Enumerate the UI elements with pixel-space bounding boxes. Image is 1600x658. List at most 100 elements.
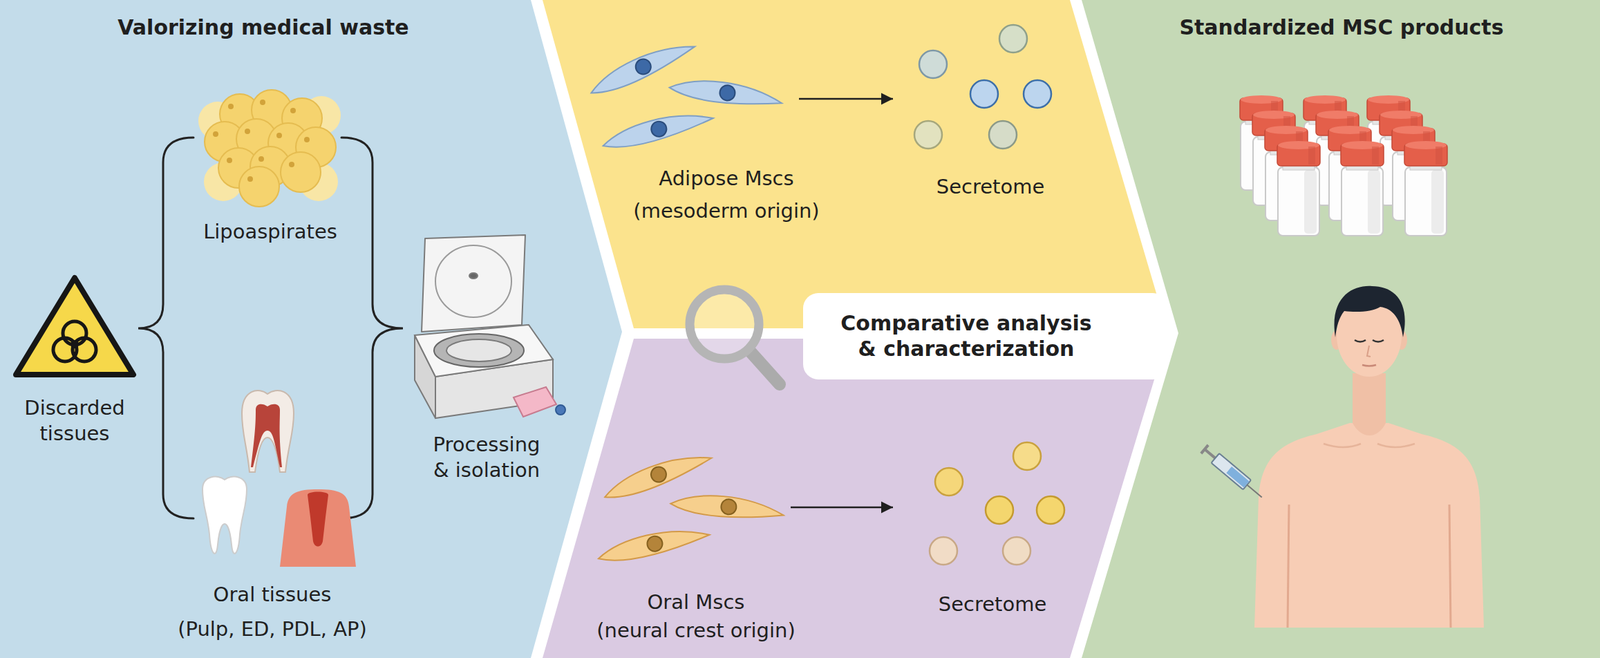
patient-figure [1334, 286, 1406, 338]
fat-cluster [250, 146, 291, 187]
product-panel-shape [1081, 0, 1600, 658]
secretome-vesicles [989, 120, 1017, 149]
tissue-item: Oral tissues(Pulp, ED, PDL, AP) [169, 378, 377, 649]
teeth-illustration [250, 404, 282, 468]
vial-group [1404, 140, 1448, 236]
fat-cluster [239, 166, 280, 207]
secretome-vesicles [1002, 537, 1031, 565]
teeth-illustration [241, 390, 294, 473]
syringe [1211, 453, 1252, 490]
secretome-vesicles [929, 537, 958, 565]
curly-bracket [138, 137, 194, 519]
cell-type: Adipose Mscs(mesoderm origin) [594, 17, 799, 229]
flow-arrow [790, 506, 893, 509]
patient-figure [1331, 330, 1343, 350]
vial-group [1239, 95, 1283, 191]
vial-group [1239, 95, 1448, 236]
node-label: Adipose Mscs [622, 165, 831, 192]
patient-figure [1362, 364, 1377, 367]
vial-group [1367, 95, 1410, 191]
fat-cluster [299, 162, 338, 202]
biohazard-symbol [53, 337, 77, 362]
teeth-illustration [202, 476, 247, 554]
patient-figure [1367, 345, 1371, 357]
patient-figure [1377, 443, 1415, 448]
patient-figure [1323, 443, 1361, 448]
node-label: Secretome [916, 591, 1069, 618]
biohazard-symbol [72, 337, 97, 362]
fat-cluster [268, 123, 309, 164]
secretome-group: Secretome [892, 17, 1065, 204]
vial-group [1303, 95, 1347, 191]
node-label: (mesoderm origin) [622, 198, 831, 224]
fat-cluster [198, 89, 341, 207]
vial-group [1264, 125, 1308, 221]
process-step: Processing & isolation [404, 231, 574, 491]
node-label: Processing & isolation [424, 431, 549, 484]
source-panel-shape [0, 0, 623, 658]
cell-type: Oral Mscs(neural crest origin) [594, 449, 791, 650]
secretome-vesicles [1023, 80, 1052, 108]
syringe [1226, 466, 1249, 488]
node-label: Secretome [914, 174, 1067, 200]
curly-bracket [138, 137, 403, 519]
centrifuge [414, 335, 436, 419]
product-illustration [1199, 95, 1484, 628]
node-label: Discarded tissues [14, 395, 136, 447]
secretome-vesicles [1013, 442, 1041, 470]
flow-arrow [798, 98, 893, 101]
centrifuge [414, 234, 566, 419]
fat-cluster [203, 162, 243, 202]
node-label: (neural crest origin) [592, 617, 800, 644]
patient-figure [1254, 422, 1484, 628]
secretome-vesicles [935, 467, 963, 496]
node-label: Lipoaspirates [196, 219, 345, 245]
panel-heading: Comparative analysis & characterization [834, 310, 1098, 362]
secretome-vesicles [1036, 496, 1065, 524]
magnifier-icon [749, 351, 780, 385]
centrifuge [421, 234, 526, 332]
vial-group [1252, 110, 1296, 206]
tissue-item: Discarded tissues [10, 269, 142, 451]
fat-cluster [295, 127, 336, 168]
panel-heading: Valorizing medical waste [69, 14, 457, 41]
adipose-cells [585, 36, 784, 153]
vial-group [1379, 110, 1423, 206]
product-panel: Standardized MSC products [1081, 0, 1600, 658]
oral-cells [669, 488, 786, 526]
patient-figure [1352, 373, 1386, 436]
patient-figure [1354, 340, 1366, 343]
product-panel-shape [1081, 0, 1600, 658]
tissue-item: Lipoaspirates [196, 86, 346, 249]
teeth-illustration [202, 390, 356, 567]
fat-cluster [236, 118, 277, 159]
centrifuge [513, 387, 557, 417]
source-panel: Valorizing medical wasteDiscarded tissue… [0, 0, 623, 658]
magnifier-icon [689, 289, 780, 385]
syringe [1246, 484, 1262, 497]
centrifuge [414, 324, 553, 377]
centrifuge [469, 273, 478, 279]
panel-heading: Standardized MSC products [1147, 14, 1536, 41]
yellow-panel [542, 0, 1167, 329]
patient-figure [1372, 340, 1384, 343]
patient-figure [1287, 504, 1289, 628]
biohazard-symbol [15, 277, 134, 375]
centrifuge [446, 339, 512, 362]
secretome-vesicles [914, 120, 943, 149]
vial-group [1340, 140, 1384, 236]
syringe [1199, 444, 1209, 455]
source-panel-shape [0, 0, 623, 658]
vial-group [1391, 125, 1435, 221]
secretome-vesicles [999, 24, 1028, 53]
analysis-box: Comparative analysis & characterization [803, 293, 1169, 380]
teeth-illustration [279, 489, 356, 567]
centrifuge [434, 333, 524, 367]
oral-cells [600, 447, 715, 504]
patient-figure [1254, 286, 1484, 628]
fat-cluster [218, 147, 259, 188]
